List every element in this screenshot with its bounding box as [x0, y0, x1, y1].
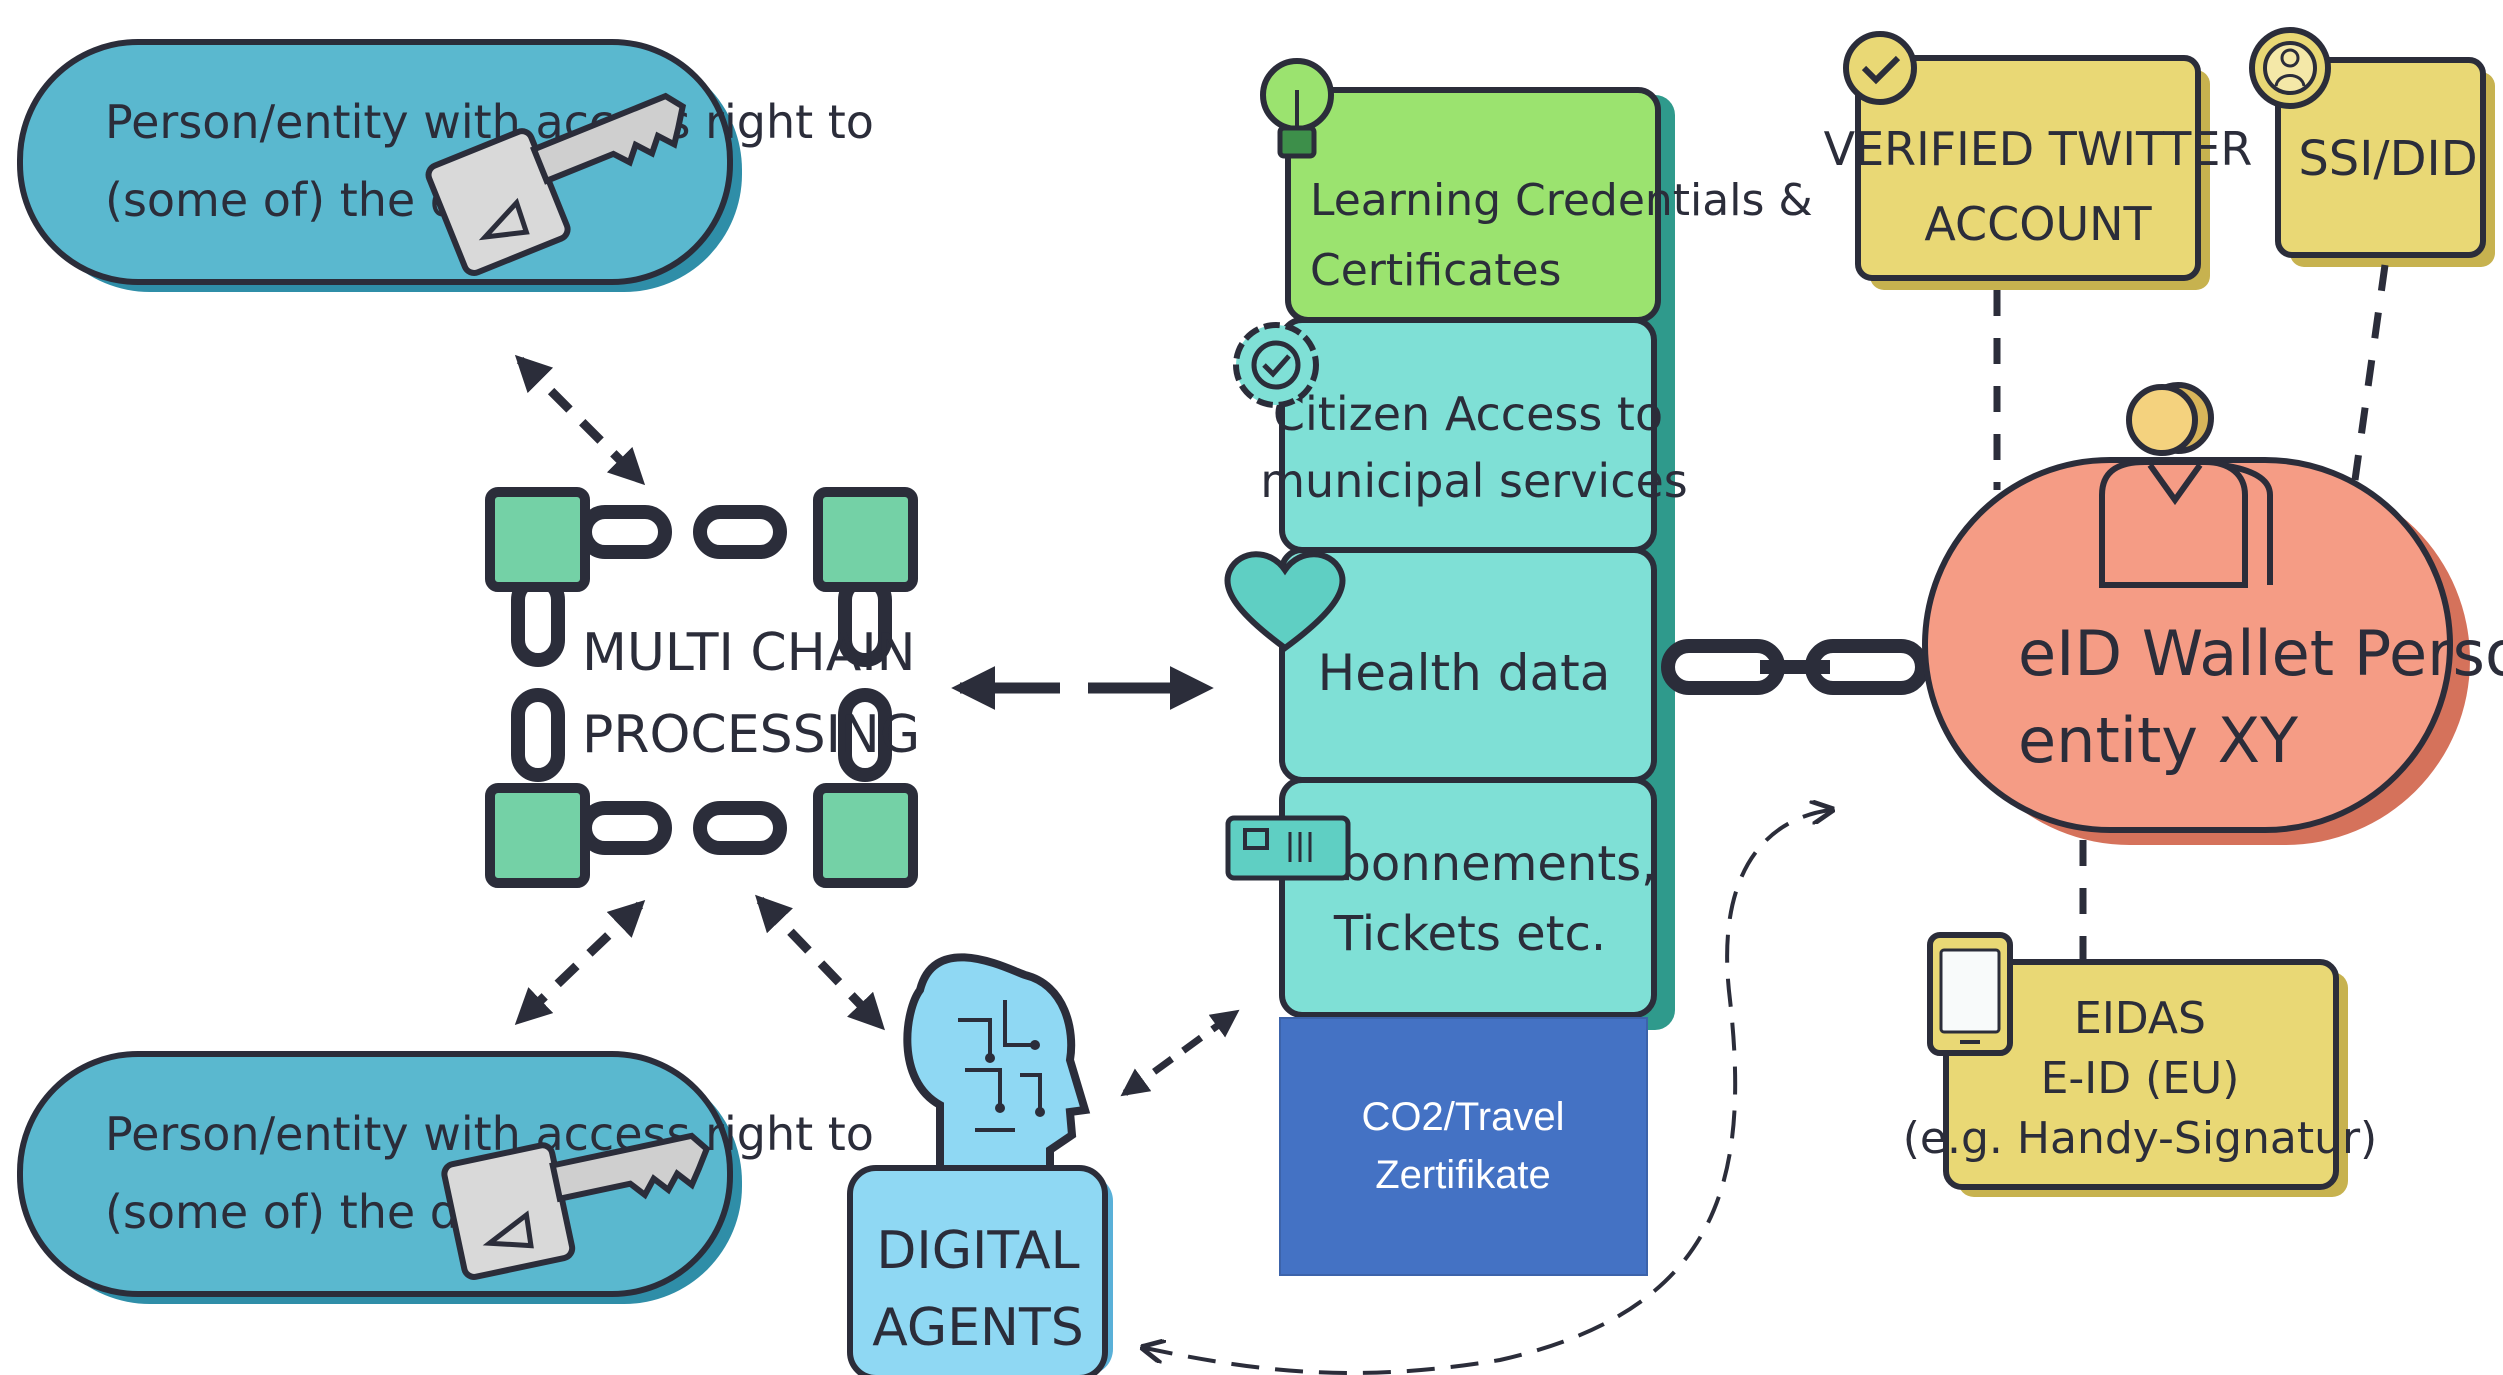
arrow-bottom-access: [514, 900, 646, 1025]
ssi-did-card: SSI/DID: [2249, 27, 2495, 267]
stack-card-citizen: Citizen Access to municipal services: [1260, 317, 1688, 553]
smartphone-icon: [1927, 932, 2013, 1056]
arrows: [514, 354, 1830, 1375]
wallet-line2: entity XY: [2018, 704, 2298, 777]
ticket-icon: [1225, 815, 1351, 881]
multichain-line1: MULTI CHAIN: [582, 623, 916, 683]
person-icon: [2099, 382, 2273, 588]
heart-icon: [1224, 551, 1346, 652]
twitter-line2: ACCOUNT: [1924, 197, 2152, 251]
eidas-line1: EIDAS: [2074, 993, 2206, 1044]
stack-card-abos: Abonnements, Tickets etc.: [1279, 777, 1657, 1018]
agents-line1: DIGITAL: [876, 1221, 1079, 1281]
abos-line2: Tickets etc.: [1333, 906, 1606, 962]
learning-line1: Learning Credentials &: [1310, 175, 1813, 226]
agents-line2: AGENTS: [872, 1298, 1083, 1358]
access-pill-top: Person/entity with access right to (some…: [17, 39, 874, 292]
chain-block: [485, 487, 918, 888]
credential-stack: Learning Credentials & Certificates Citi…: [1224, 58, 1813, 1276]
stack-card-co2: CO2/Travel Zertifikate: [1279, 1017, 1648, 1276]
lightbulb-icon: [1260, 58, 1334, 159]
citizen-line1: Citizen Access to: [1273, 387, 1663, 441]
multichain-box: MULTI CHAIN PROCESSING: [485, 487, 920, 888]
wallet-line1: eID Wallet Person/: [2018, 617, 2503, 690]
multichain-line2: PROCESSING: [582, 705, 920, 765]
access-pill-bottom: Person/entity with access right to (some…: [17, 1051, 874, 1304]
co2-line1: CO2/Travel: [1361, 1095, 1564, 1139]
eidas-line3: (e.g. Handy-Signatur): [1903, 1113, 2377, 1164]
citizen-line2: municipal services: [1260, 454, 1688, 508]
stack-card-learning: Learning Credentials & Certificates: [1285, 87, 1813, 323]
access-top-line1: Person/entity with access right to: [105, 95, 874, 149]
person-badge-icon: [2249, 27, 2331, 109]
co2-line2: Zertifikate: [1375, 1153, 1551, 1197]
twitter-line1: VERIFIED TWITTER: [1824, 122, 2253, 176]
abos-line1: Abonnements,: [1308, 836, 1657, 892]
arrow-agents-stack: [1120, 1009, 1240, 1097]
chain-link: [1661, 639, 1929, 695]
key-icon: [441, 1132, 711, 1280]
dashed-connectors: [1993, 264, 2389, 960]
eidas-line2: E-ID (EU): [2041, 1053, 2240, 1104]
digital-agents: DIGITAL AGENTS: [847, 953, 1113, 1375]
eid-wallet: eID Wallet Person/ entity XY: [1922, 382, 2503, 845]
gear-check-icon: [1233, 322, 1319, 408]
key-icon: [425, 92, 687, 276]
learning-line2: Certificates: [1310, 245, 1561, 296]
eidas-card: EIDAS E-ID (EU) (e.g. Handy-Signatur): [1903, 932, 2377, 1197]
ssi-line1: SSI/DID: [2298, 131, 2477, 187]
checkmark-icon: [1843, 31, 1917, 105]
stack-card-health: Health data: [1279, 547, 1657, 783]
verified-twitter-card: VERIFIED TWITTER ACCOUNT: [1824, 31, 2253, 290]
access-bottom-line1: Person/entity with access right to: [105, 1107, 874, 1161]
arrow-top-access: [514, 354, 646, 486]
arrow-agents: [755, 894, 885, 1031]
head-circuit-icon: [903, 953, 1091, 1174]
health-line1: Health data: [1318, 644, 1611, 702]
arrow-wallet-agents: [1145, 810, 1830, 1375]
